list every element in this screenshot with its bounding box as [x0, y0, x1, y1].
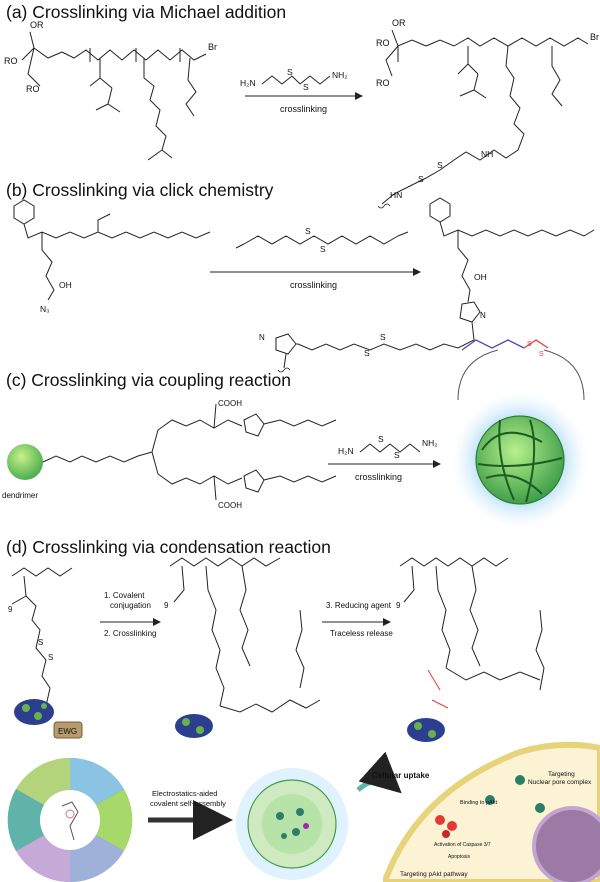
- step3-label: 3. Reducing agent: [326, 601, 392, 610]
- svg-text:OH: OH: [59, 280, 72, 290]
- crosslinker-b-structure: [235, 231, 409, 249]
- polymer-d-crosslinked: [169, 557, 321, 713]
- bottom-schematic: Electrostatics-aided covalent self-assem…: [7, 741, 600, 882]
- arrow-label-b: crosslinking: [290, 280, 337, 290]
- svg-text:N: N: [480, 311, 486, 320]
- arrow-label-a: crosslinking: [280, 104, 327, 114]
- apoptosis-label: Apoptosis: [448, 854, 470, 860]
- binding-label: Binding to pAkt: [460, 800, 497, 806]
- svg-text:NH₂: NH₂: [332, 70, 348, 80]
- panel-c-title: (c) Crosslinking via coupling reaction: [6, 370, 291, 390]
- cystamine-reagent: [261, 75, 331, 85]
- panel-d-scheme: S S 9 EWG 1. Covalent conjugation 2. Cro…: [8, 557, 545, 742]
- svg-text:COOH: COOH: [218, 399, 242, 408]
- svg-text:RO: RO: [376, 38, 390, 48]
- substituent-wheel-icon: [7, 757, 133, 882]
- targeting-npc-1: Targeting: [548, 771, 575, 778]
- ewg-box: [53, 721, 83, 739]
- assembly-label-1: Electrostatics-aided: [152, 789, 217, 798]
- svg-text:S: S: [380, 332, 386, 342]
- svg-text:COOH: COOH: [218, 501, 242, 510]
- svg-text:H₂N: H₂N: [240, 78, 256, 88]
- svg-text:S: S: [527, 341, 532, 348]
- panel-c-scheme: dendrimer COOH COOH H₂N S S NH₂ crosslin…: [2, 339, 588, 528]
- svg-text:9: 9: [8, 605, 13, 614]
- caspase-label: Activation of Caspase 3/7: [434, 842, 491, 848]
- svg-text:S: S: [38, 638, 43, 647]
- svg-text:OR: OR: [30, 20, 44, 30]
- targeting-pakt: Targeting pAkt pathway: [400, 871, 468, 878]
- polymer-d-released: [399, 557, 545, 709]
- svg-text:RO: RO: [4, 56, 18, 66]
- product-a-structure: [381, 29, 589, 205]
- protein-icon-2: [175, 714, 213, 738]
- svg-text:Br: Br: [590, 32, 599, 42]
- svg-text:9: 9: [396, 601, 401, 610]
- svg-text:S: S: [539, 351, 544, 358]
- step2-label: 2. Crosslinking: [104, 629, 156, 638]
- svg-text:OH: OH: [474, 272, 487, 282]
- step1-label: 1. Covalent: [104, 591, 145, 600]
- svg-text:S: S: [320, 244, 326, 254]
- svg-text:HN: HN: [390, 190, 402, 200]
- step3b-label: Traceless release: [330, 629, 393, 638]
- reactant-b-structure: [13, 199, 211, 301]
- svg-text:S: S: [305, 226, 311, 236]
- assembly-label-2: covalent self-assembly: [150, 799, 226, 808]
- svg-text:S: S: [418, 174, 424, 184]
- svg-text:N₃: N₃: [40, 304, 50, 314]
- svg-text:S: S: [364, 348, 370, 358]
- panel-a-scheme: OR RO RO Br H₂N S S NH₂ crosslinking OR …: [4, 18, 599, 209]
- crosslinked-nanogel-icon: S S: [452, 339, 588, 528]
- svg-text:S: S: [48, 653, 53, 662]
- svg-text:S: S: [303, 82, 309, 92]
- protein-icon-1: [14, 699, 54, 725]
- panel-a-title: (a) Crosslinking via Michael addition: [6, 2, 287, 22]
- dendron-c-structure: [42, 403, 337, 501]
- targeting-npc-2: Nuclear pore complex: [528, 779, 592, 786]
- ewg-label: EWG: [58, 727, 77, 736]
- svg-text:9: 9: [164, 601, 169, 610]
- reactant-a-structure: [21, 31, 207, 161]
- uptake-arrow: [356, 751, 402, 794]
- svg-text:NH: NH: [481, 149, 493, 159]
- product-b-structure: [275, 197, 595, 369]
- svg-text:S: S: [378, 434, 384, 444]
- protein-icon-3: [407, 718, 445, 742]
- svg-text:RO: RO: [26, 84, 40, 94]
- dendrimer-label: dendrimer: [2, 491, 38, 500]
- polymer-d-start: [11, 567, 73, 707]
- svg-text:NH₂: NH₂: [422, 438, 438, 448]
- svg-text:OR: OR: [392, 18, 406, 28]
- assembled-nanoparticle-icon: [236, 768, 348, 880]
- panel-b-title: (b) Crosslinking via click chemistry: [6, 180, 274, 200]
- svg-text:H₂N: H₂N: [338, 446, 354, 456]
- cell-icon: [383, 741, 600, 882]
- svg-text:RO: RO: [376, 78, 390, 88]
- panel-b-scheme: OH N₃ S S crosslinking OH N N S S: [13, 197, 595, 373]
- svg-text:Br: Br: [208, 42, 217, 52]
- svg-text:S: S: [394, 450, 400, 460]
- cystamine-reagent-c: [359, 443, 421, 453]
- svg-text:S: S: [437, 160, 443, 170]
- svg-text:N: N: [259, 333, 265, 342]
- arrow-label-c: crosslinking: [355, 472, 402, 482]
- svg-text:S: S: [287, 67, 293, 77]
- dendrimer-core-icon: [7, 444, 43, 480]
- panel-d-title: (d) Crosslinking via condensation reacti…: [6, 537, 331, 557]
- uptake-label: Cellular uptake: [372, 771, 430, 780]
- step1b-label: conjugation: [110, 601, 151, 610]
